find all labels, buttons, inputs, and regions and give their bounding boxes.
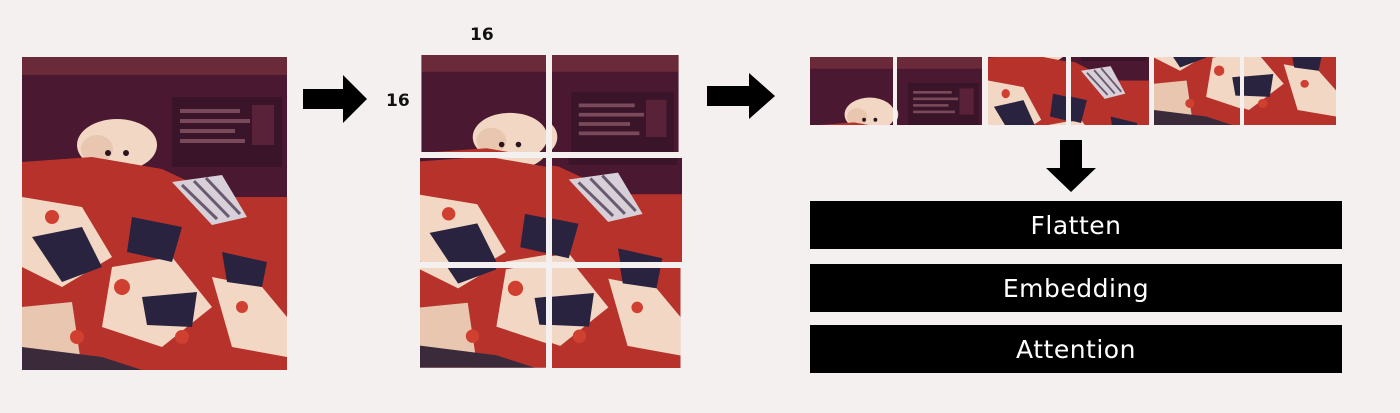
patch-grid bbox=[420, 55, 682, 368]
right-arrow-icon bbox=[707, 73, 775, 119]
patch-6 bbox=[552, 268, 682, 368]
patch-5 bbox=[420, 268, 546, 368]
strip-patch-2 bbox=[897, 57, 982, 125]
patch-4 bbox=[552, 158, 682, 262]
strip-patch-5 bbox=[1154, 57, 1240, 125]
flattened-patches bbox=[810, 57, 1336, 125]
grid-height-label: 16 bbox=[386, 91, 410, 111]
down-arrow-icon bbox=[1046, 140, 1096, 192]
strip-patch-1 bbox=[810, 57, 893, 125]
flatten-step: Flatten bbox=[810, 201, 1342, 249]
patch-3 bbox=[420, 158, 546, 262]
patch-1 bbox=[420, 55, 546, 152]
original-image bbox=[22, 57, 287, 370]
strip-patch-3 bbox=[988, 57, 1066, 125]
patch-2 bbox=[552, 55, 682, 152]
right-arrow-icon bbox=[303, 75, 367, 123]
attention-step: Attention bbox=[810, 325, 1342, 373]
strip-patch-4 bbox=[1071, 57, 1149, 125]
embedding-step: Embedding bbox=[810, 264, 1342, 312]
grid-width-label: 16 bbox=[470, 25, 494, 45]
strip-patch-6 bbox=[1244, 57, 1336, 125]
